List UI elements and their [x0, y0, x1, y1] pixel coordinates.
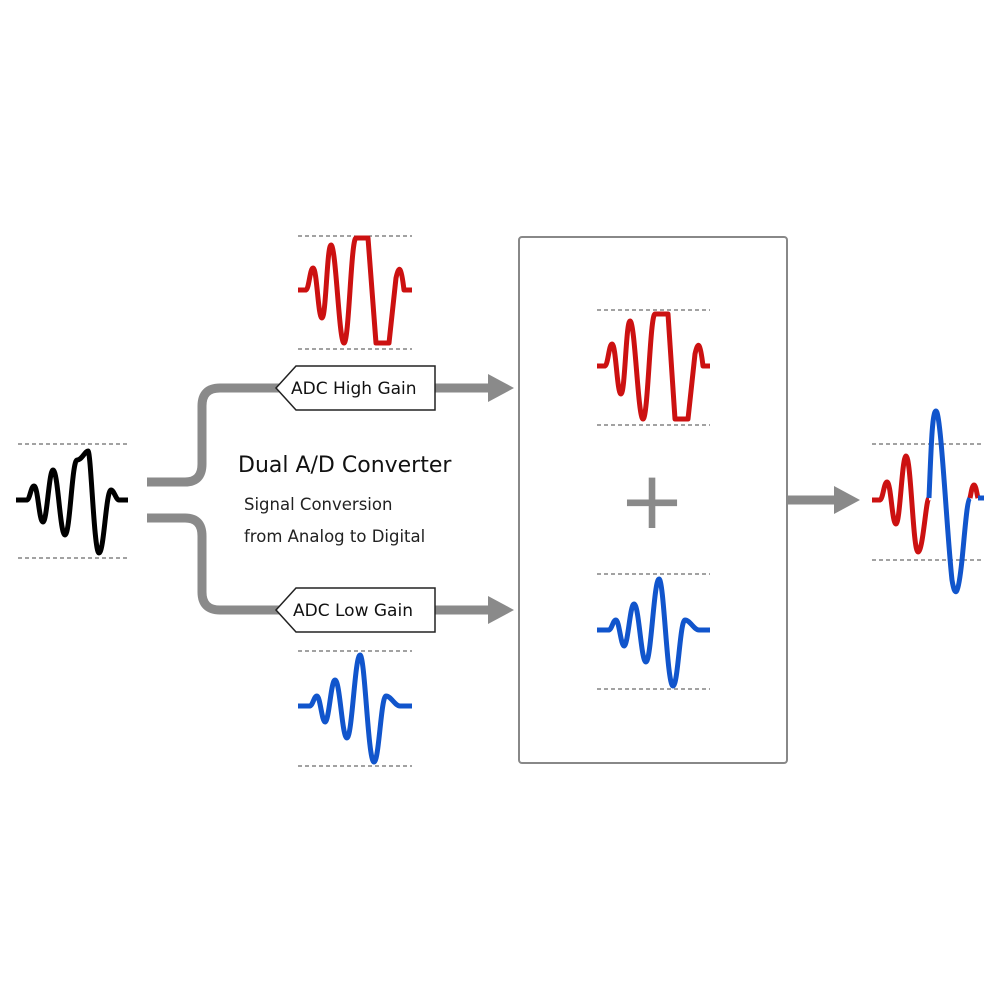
- high-gain-signal: [298, 235, 412, 350]
- high-gain-waveform: [298, 235, 412, 346]
- lower-branch-wire: [147, 513, 282, 615]
- combiner-high-gain-signal: [597, 309, 710, 426]
- combiner-arrow-head: [834, 486, 860, 514]
- combiner-low-gain-signal: [597, 573, 710, 690]
- low-gain-arrow-head: [488, 596, 514, 624]
- connector-wires: [147, 374, 860, 624]
- low-gain-signal: [298, 650, 412, 767]
- output-tail-red-segment: [967, 482, 981, 499]
- input-waveform: [16, 448, 128, 556]
- low-gain-waveform: [298, 652, 412, 765]
- adc-low-gain-tag: ADC Low Gain: [274, 587, 436, 633]
- combiner-frame: [518, 236, 788, 764]
- subtitle-line-2: from Analog to Digital: [244, 527, 425, 546]
- adc-low-gain-label: ADC Low Gain: [293, 601, 413, 621]
- adc-high-gain-label: ADC High Gain: [291, 379, 417, 399]
- high-gain-arrow-head: [488, 374, 514, 402]
- adc-high-gain-tag: ADC High Gain: [274, 365, 436, 411]
- output-low-gain-segment: [926, 408, 973, 595]
- combiner-low-gain-waveform: [597, 576, 710, 689]
- diagram-title: Dual A/D Converter: [238, 453, 452, 478]
- combiner-high-gain-waveform: [597, 311, 710, 422]
- adc-high-gain-tag-shape: [274, 365, 436, 411]
- subtitle-line-1: Signal Conversion: [244, 495, 392, 514]
- output-signal: [872, 408, 984, 595]
- upper-branch-wire: [147, 383, 282, 487]
- combiner-box: +: [518, 236, 788, 764]
- output-high-gain-segment: [872, 453, 932, 555]
- adc-low-gain-tag-shape: [274, 587, 436, 633]
- input-signal: [16, 443, 130, 559]
- plus-symbol: +: [618, 454, 685, 547]
